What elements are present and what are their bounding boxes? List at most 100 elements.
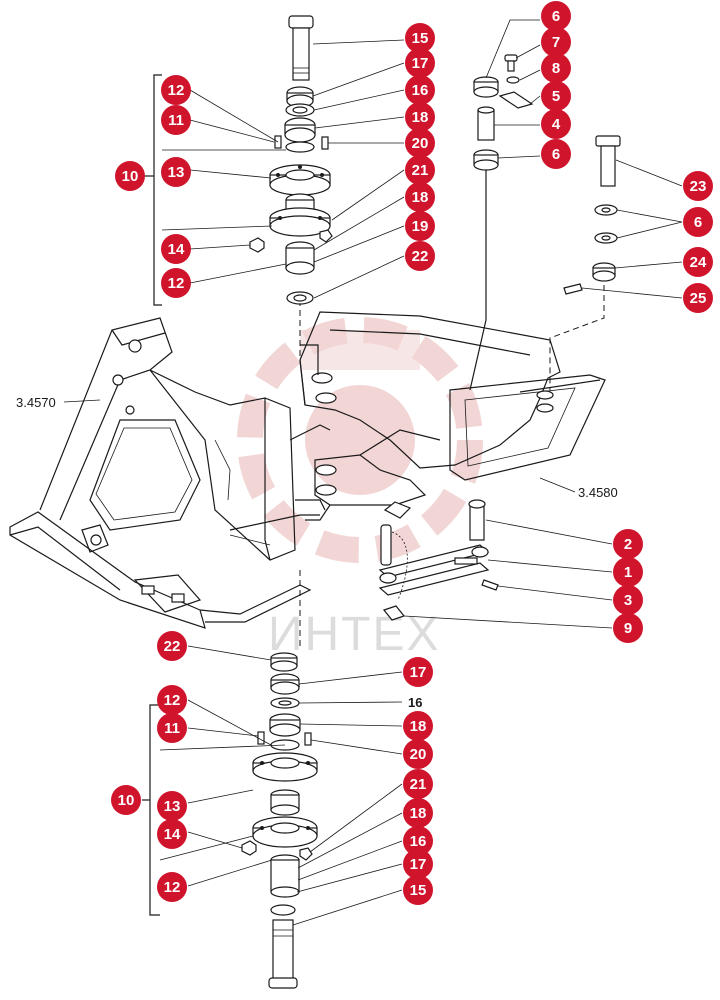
callout-number: 18: [412, 109, 429, 126]
callout-3-c3a: 3: [613, 585, 643, 615]
callout-badge: [161, 268, 191, 298]
callout-number: 17: [410, 664, 427, 681]
callout-number: 9: [624, 620, 632, 637]
right-pin-column: [549, 135, 621, 390]
callout-number: 2: [624, 536, 632, 553]
callout-13-c13a: 13: [161, 157, 191, 187]
callout-5-c5a: 5: [541, 81, 571, 111]
callout-number: 23: [690, 178, 707, 195]
callout-number: 20: [410, 746, 427, 763]
callout-19-c19a: 19: [405, 211, 435, 241]
callout-number: 21: [410, 776, 427, 793]
callout-12-c12d: 12: [157, 872, 187, 902]
callout-12-c12b: 12: [161, 268, 191, 298]
callout-number: 18: [410, 718, 427, 735]
callout-badge: [403, 826, 433, 856]
callout-badge: [541, 53, 571, 83]
callout-badge: [405, 241, 435, 271]
callout-9-c9a: 9: [613, 613, 643, 643]
callout-21-c21b: 21: [403, 769, 433, 799]
callout-18-c18d: 18: [403, 798, 433, 828]
callout-badge: [613, 585, 643, 615]
callout-number: 10: [122, 168, 139, 185]
callout-badge: [683, 283, 713, 313]
callout-badge: [403, 769, 433, 799]
callout-7-c7a: 7: [541, 27, 571, 57]
callout-badge: [403, 875, 433, 905]
callout-number: 16: [410, 833, 427, 850]
callout-number: 12: [168, 82, 185, 99]
upper-pivot-stack: [249, 15, 333, 375]
watermark-logo: [237, 317, 483, 563]
callout-number: 10: [118, 792, 135, 809]
callout-badge: [405, 23, 435, 53]
callout-badge: [683, 207, 713, 237]
callout-12-c12a: 12: [161, 75, 191, 105]
callout-number: 6: [552, 8, 560, 25]
callout-number: 16: [412, 82, 429, 99]
callout-badge: [157, 819, 187, 849]
callout-badge: [157, 631, 187, 661]
callout-number: 5: [552, 88, 560, 105]
callout-17-c17b: 17: [403, 657, 433, 687]
callout-10-c10a: 10: [115, 161, 145, 191]
callout-number: 6: [694, 214, 702, 231]
callout-badge: [683, 171, 713, 201]
callout-17-c17c: 17: [403, 849, 433, 879]
callout-badge: [111, 785, 141, 815]
callout-number: 6: [552, 146, 560, 163]
callout-badge: [405, 211, 435, 241]
leader-rear-frame: [539, 477, 576, 493]
callout-25-c25a: 25: [683, 283, 713, 313]
callout-16-c16b: 16: [403, 826, 433, 856]
group-bracket-upper: [153, 74, 162, 306]
callout-badge: [541, 27, 571, 57]
callout-8-c8a: 8: [541, 53, 571, 83]
callout-badge: [683, 247, 713, 277]
callout-15-c15b: 15: [403, 875, 433, 905]
callout-number: 4: [552, 116, 561, 133]
callout-number: 15: [410, 882, 427, 899]
frame-ref-label-front: 3.4570: [16, 395, 56, 410]
callout-badge: [403, 711, 433, 741]
callout-number: 17: [412, 55, 429, 72]
callout-15-c15a: 15: [405, 23, 435, 53]
leader-lines: [159, 19, 683, 926]
front-frame-3-4570: [9, 317, 331, 629]
callout-20-c20a: 20: [405, 128, 435, 158]
callout-number: 19: [412, 218, 429, 235]
callout-18-c18c: 18: [403, 711, 433, 741]
callout-number: 12: [168, 275, 185, 292]
callout-badge: [541, 109, 571, 139]
rear-frame-3-4580: [299, 311, 606, 521]
callout-badge: [161, 157, 191, 187]
callout-24-c24a: 24: [683, 247, 713, 277]
callout-badge: [405, 48, 435, 78]
callout-11-c11a: 11: [161, 105, 191, 135]
callout-20-c20b: 20: [403, 739, 433, 769]
callout-6-c6c: 6: [683, 207, 713, 237]
callout-18-c18b: 18: [405, 182, 435, 212]
callout-number: 1: [624, 564, 632, 581]
callout-11-c11b: 11: [157, 713, 187, 743]
callout-number: 11: [168, 112, 184, 129]
callout-badge: [115, 161, 145, 191]
callout-number: 20: [412, 135, 429, 152]
callout-badge: [161, 75, 191, 105]
callout-number: 14: [168, 241, 185, 258]
callout-badge: [157, 713, 187, 743]
plain-label-16: 16: [408, 695, 422, 710]
callout-22-c22b: 22: [157, 631, 187, 661]
callout-22-c22a: 22: [405, 241, 435, 271]
callout-badge: [157, 685, 187, 715]
callout-number: 18: [412, 189, 429, 206]
callout-badge: [403, 849, 433, 879]
callout-18-c18a: 18: [405, 102, 435, 132]
callout-number: 21: [412, 162, 429, 179]
callout-badge: [541, 139, 571, 169]
callout-10-c10b: 10: [111, 785, 141, 815]
callout-number: 8: [552, 60, 560, 77]
leader-front-frame: [63, 399, 101, 403]
